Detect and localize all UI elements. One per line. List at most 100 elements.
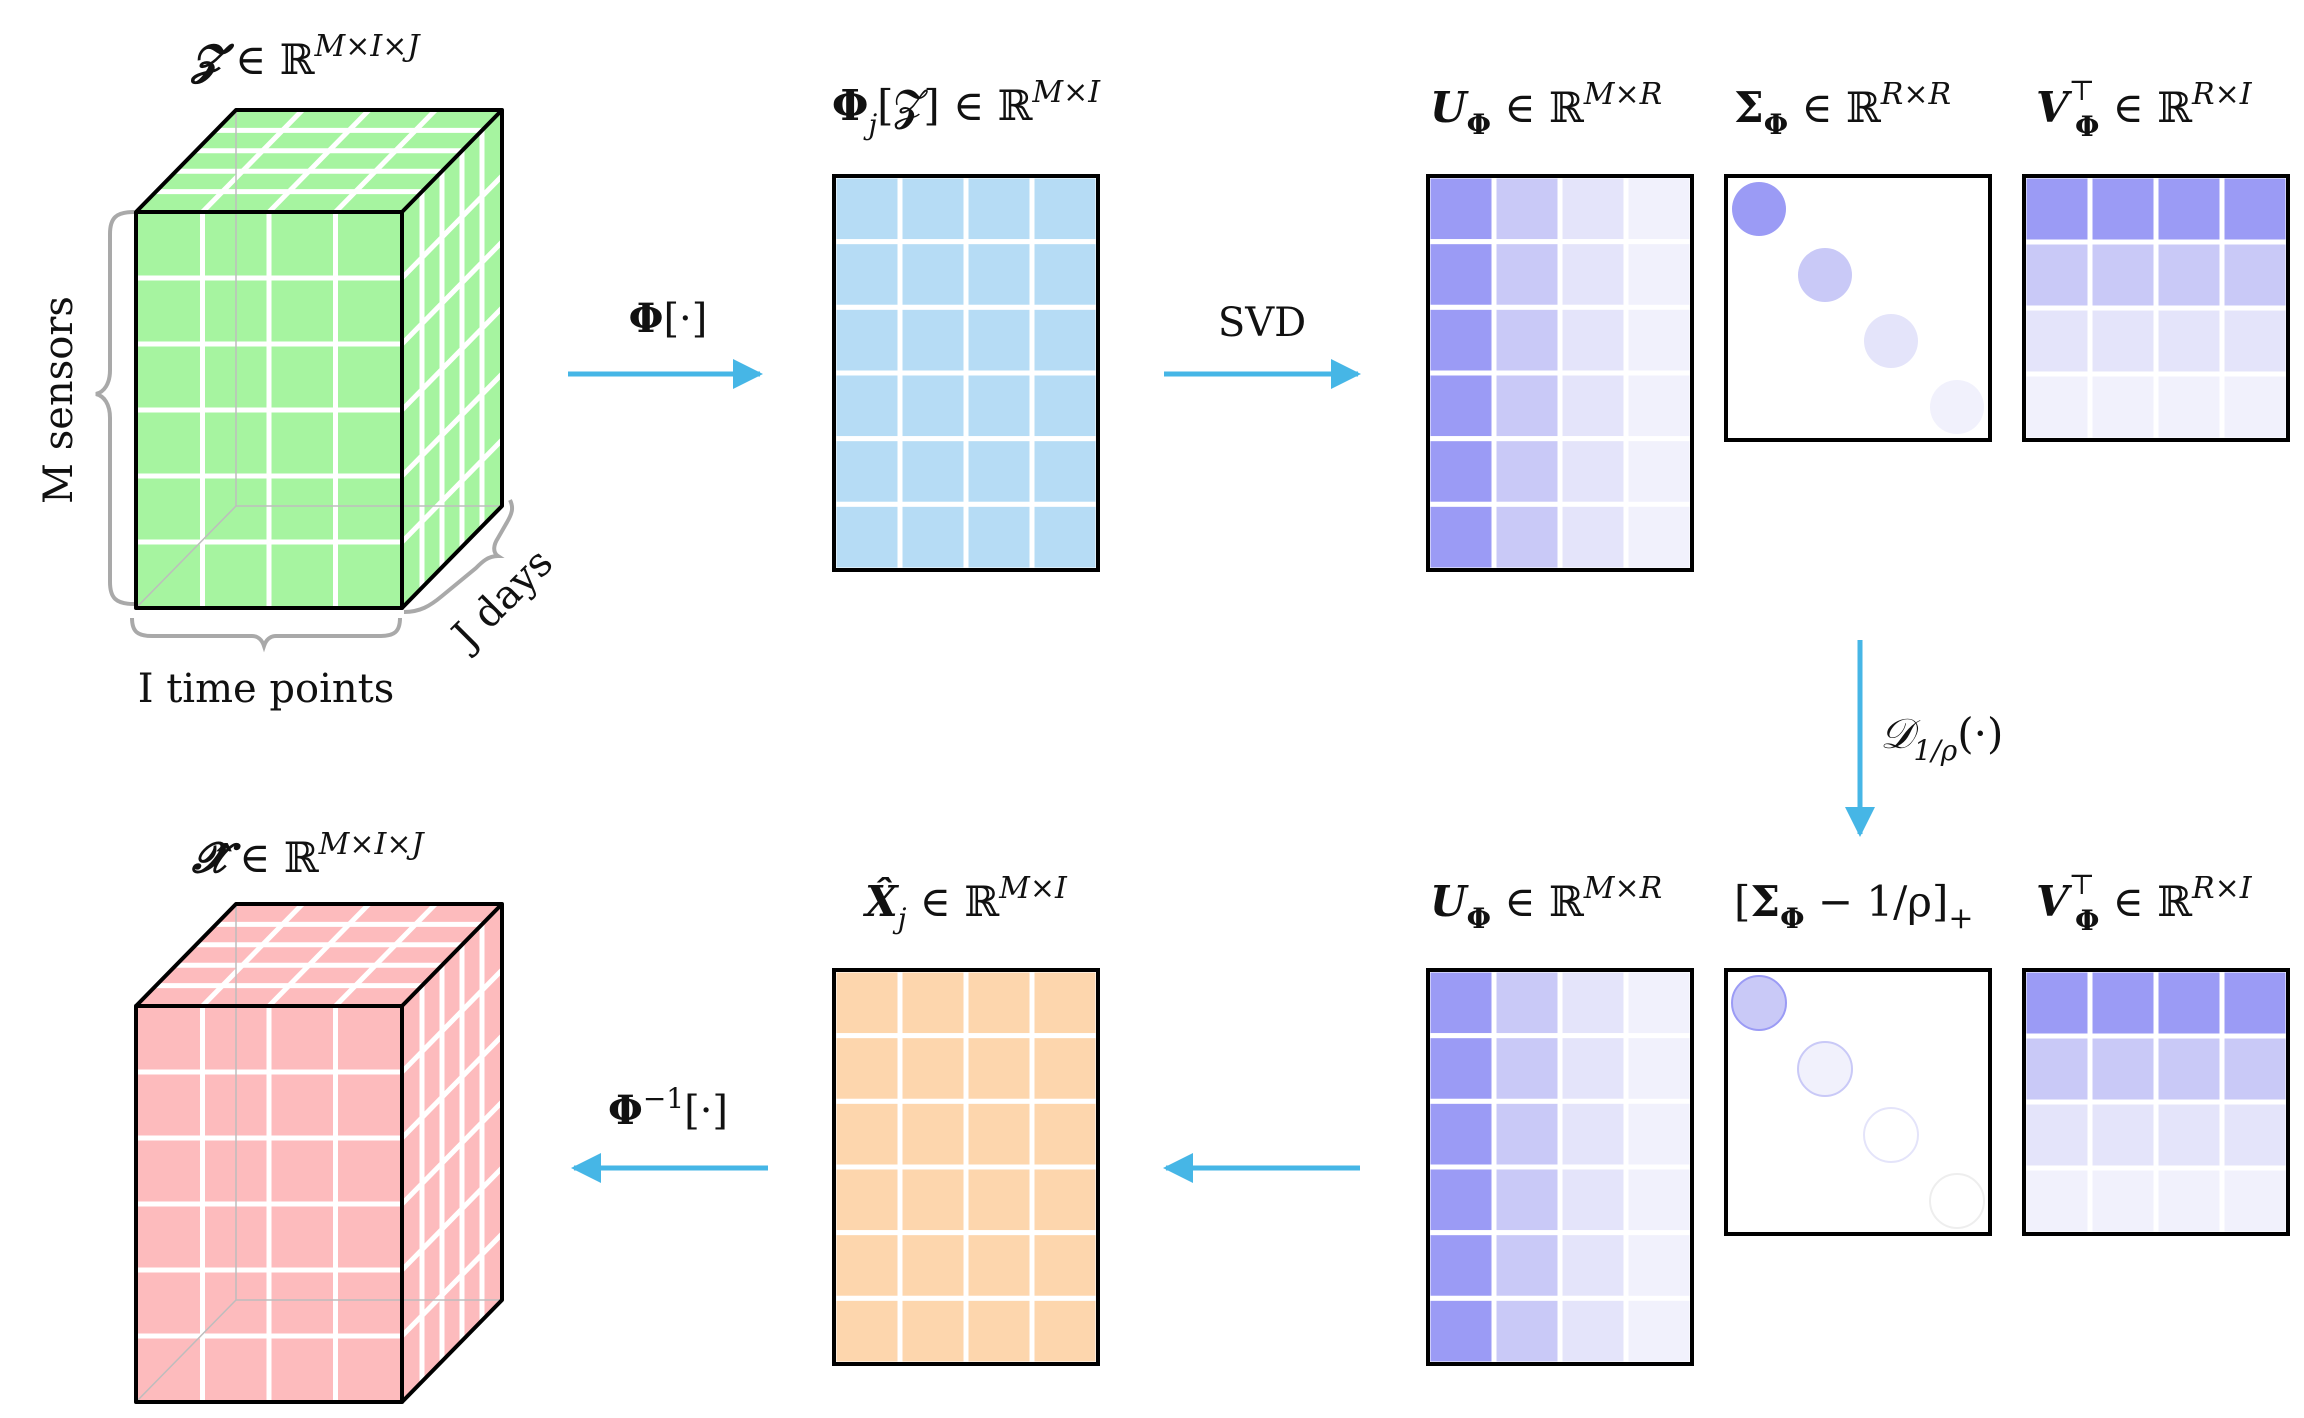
u-bottom-cell <box>1491 1098 1563 1170</box>
u-bottom-cell <box>1491 1230 1563 1301</box>
input-tensor-grid-line <box>200 108 305 214</box>
stacked-matrix-cell <box>1029 304 1101 376</box>
stacked-matrix-cell <box>831 501 903 573</box>
u-top-cell <box>1425 370 1497 442</box>
v-bottom-cell <box>2219 1165 2291 1237</box>
stacked-matrix-cell <box>831 173 903 245</box>
input-tensor-grid-line <box>400 438 504 544</box>
output-matrix-cell <box>897 1230 969 1301</box>
output-tensor-grid-line <box>400 1100 504 1206</box>
v-bottom-cell <box>2087 1099 2159 1171</box>
v-top-cell <box>2021 371 2093 443</box>
output-tensor-top-outline <box>134 902 504 1008</box>
u-bottom-cell <box>1491 967 1563 1039</box>
u-bottom-cell <box>1557 1098 1629 1170</box>
u-bottom-cell <box>1623 1033 1695 1104</box>
u-bottom-cell <box>1425 1295 1497 1367</box>
v-bottom-cell <box>2153 1099 2225 1171</box>
stacked-matrix-cell <box>831 370 903 442</box>
output-matrix-cell <box>1029 1098 1101 1170</box>
output-matrix-cell <box>1029 1164 1101 1236</box>
sigma-top-singular-value <box>1732 182 1786 236</box>
u-top-cell <box>1557 370 1629 442</box>
u-top-border <box>1426 174 1694 572</box>
u-bottom-border <box>1426 968 1694 1366</box>
output-matrix-title: X̂j ∈ ℝM×I <box>862 871 1068 935</box>
sigma-top-singular-value <box>1798 248 1852 302</box>
stacked-matrix-cell <box>963 501 1035 573</box>
output-matrix-cell <box>963 1295 1035 1367</box>
stacked-matrix-cell <box>1029 501 1101 573</box>
output-tensor-grid-line <box>400 1232 504 1338</box>
output-tensor-side-outline <box>400 904 504 1404</box>
input-tensor-title: 𝓩 ∈ ℝM×I×J <box>190 29 421 85</box>
v-top-cell <box>2087 239 2159 311</box>
u-top-cell <box>1623 436 1695 507</box>
stacked-matrix-title: Φj[𝓩] ∈ ℝM×I <box>832 75 1101 141</box>
u-bottom-cell <box>1425 967 1497 1039</box>
output-tensor-front-outline <box>134 1004 404 1404</box>
v-bottom-cell <box>2219 1033 2291 1105</box>
input-tensor-grid-line <box>333 108 438 214</box>
stacked-matrix-cell <box>1029 173 1101 245</box>
sigma-bottom-title: [ΣΦ − 1/ρ]+ <box>1734 877 1973 936</box>
threshold-arrow-label: 𝒟1/ρ(·) <box>1880 709 2003 767</box>
output-matrix-cell <box>963 1230 1035 1301</box>
stacked-matrix-cell <box>963 239 1035 310</box>
u-matrix-top <box>1425 173 1695 573</box>
output-tensor-hidden-edge <box>135 1299 237 1403</box>
v-top-cell <box>2153 371 2225 443</box>
v-top-cell <box>2153 239 2225 311</box>
u-bottom-cell <box>1623 1230 1695 1301</box>
stacked-matrix-cell <box>963 304 1035 376</box>
v-top-cell <box>2021 239 2093 311</box>
stacked-matrix-cell <box>897 304 969 376</box>
v-top-cell <box>2219 371 2291 443</box>
v-top-cell <box>2153 305 2225 377</box>
input-tensor-side-outline <box>400 110 504 610</box>
stacked-matrix-cell <box>963 173 1035 245</box>
u-bottom-cell <box>1623 1098 1695 1170</box>
input-tensor-front-outline <box>134 210 404 610</box>
output-tensor-grid-line <box>200 902 305 1008</box>
sigma-bottom-singular-value <box>1929 1173 1985 1229</box>
stacked-matrix-cell <box>963 436 1035 507</box>
output-matrix-cell <box>963 1164 1035 1236</box>
u-top-cell <box>1623 370 1695 442</box>
u-bottom-cell <box>1623 1295 1695 1367</box>
v-bottom-cell <box>2021 1165 2093 1237</box>
u-bottom-cell <box>1557 967 1629 1039</box>
stacked-matrix-border <box>832 174 1100 572</box>
u-bottom-cell <box>1557 1164 1629 1236</box>
v-bottom-cell <box>2219 1099 2291 1171</box>
output-tensor-grid-line <box>400 1034 504 1140</box>
output-matrix-cell <box>831 1164 903 1236</box>
stacked-matrix-cell <box>897 173 969 245</box>
u-top-cell <box>1623 173 1695 245</box>
v-bottom-cell <box>2153 967 2225 1039</box>
sigma-top-title: ΣΦ ∈ ℝR×R <box>1734 77 1951 141</box>
v-top-cell <box>2087 305 2159 377</box>
u-top-cell <box>1491 173 1563 245</box>
u-top-cell <box>1557 436 1629 507</box>
output-matrix-cell <box>963 1033 1035 1104</box>
sigma-top-singular-value <box>1930 380 1984 434</box>
output-matrix-border <box>832 968 1100 1366</box>
v-top-cell <box>2087 173 2159 245</box>
v-matrix-top <box>2021 173 2291 443</box>
output-tensor-grid-line <box>267 902 371 1008</box>
input-tensor-grid-line <box>267 108 371 214</box>
output-tensor <box>134 902 504 1404</box>
stacked-matrix-cell <box>1029 436 1101 507</box>
u-top-cell <box>1491 436 1563 507</box>
input-tensor-hidden-edge <box>135 505 237 609</box>
v-bottom-cell <box>2153 1033 2225 1105</box>
v-bottom-cell <box>2153 1165 2225 1237</box>
output-matrix-cell <box>831 1295 903 1367</box>
v-bottom-cell <box>2087 1033 2159 1105</box>
u-bottom-cell <box>1425 1098 1497 1170</box>
output-matrix-cell <box>897 1098 969 1170</box>
v-bottom-border <box>2022 968 2290 1236</box>
u-bottom-cell <box>1425 1230 1497 1301</box>
stacked-matrix-cell <box>1029 370 1101 442</box>
